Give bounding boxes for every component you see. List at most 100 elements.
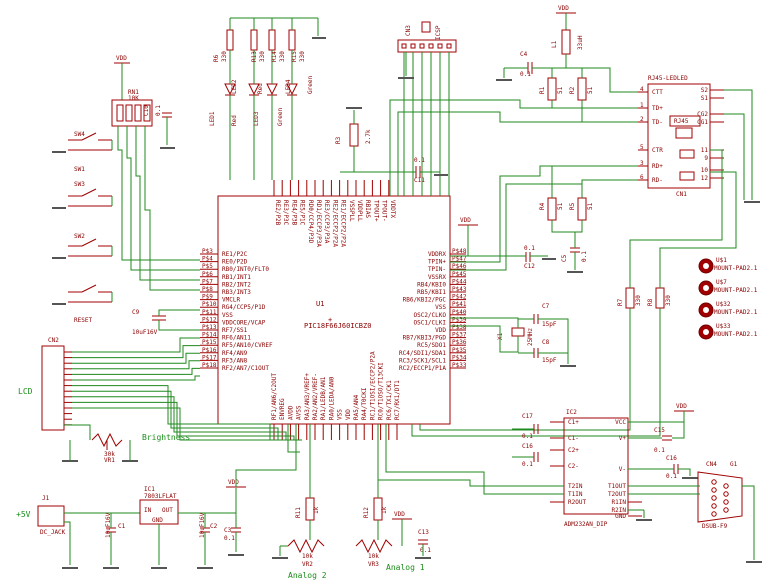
mcu-top-pin-label: RE3/CCP3/P3A [323,200,330,244]
mcu-left-pins: RE1/P2CP$3RE0/P2DP$4RB0/INT0/FLT0P$5RB1/… [200,248,273,372]
mcu-left-pin-number: P$8 [202,286,213,293]
led4-color: Green [307,76,314,94]
rn1-element-4 [143,104,151,122]
r7-wire [629,149,723,288]
c18-ref: C16 [522,443,533,450]
mcu-left-pin-number: P$4 [202,256,213,263]
r14-ref: R14 [271,51,278,62]
r1-value: 51 [557,86,564,94]
ic2-left-pin-label: C1+ [568,419,579,426]
vr1-ref: VR1 [104,457,115,464]
mcu-left-pin-number: P$3 [202,248,213,255]
mcu-right-pin-number: P$33 [452,362,467,369]
l1-value: 33uH [577,35,584,50]
mcu-body [217,195,451,425]
mcu-left-pin-label: RF7/SS1 [222,327,248,334]
icsp-pin [446,43,452,49]
c15-ref: C15 [654,427,665,434]
mcu-left-pin-label: RB1/INT1 [222,274,251,281]
x1-body [511,327,525,337]
r8-ref: R8 [647,298,654,306]
led-resistor [268,29,276,51]
c10-ref: C10 [143,105,150,116]
r6-value: 330 [221,51,228,62]
r2-body [577,77,587,101]
mcu-top-pin-label: RD1/ECCP3/P3A [315,200,322,247]
pot-vdd-label: VDD [394,511,405,518]
icsp-header [397,39,457,53]
r1-body [547,77,557,101]
lcd-bus [72,337,302,441]
rj45-left-pin-label: RD+ [652,163,663,170]
rj45-right-pin-label: 11 [701,147,709,154]
switch-lever [81,238,97,247]
ic2-right-pin-label: VCC [615,419,626,426]
mcu-right-pin-number: P$44 [452,278,467,285]
mount-pad-name: MOUNT-PAD2.1 [714,265,758,272]
mcu-right-pin-number: P$48 [452,248,467,255]
rj45-inner-box [669,115,701,127]
mcu-bottom-vdd [235,424,297,487]
led2-color: Red [257,83,264,94]
icsp-pin [410,43,416,49]
mcu-center-mark: + [328,316,332,324]
mcu-right-pin-number: P$42 [452,294,467,301]
lcd-bus-wire [72,407,302,441]
dsub-name: DSUB-F9 [702,523,728,530]
mcu-bottom-pin-label: RA0/LEDA/AN0 [328,376,335,420]
mcu-right-pin-number: P$35 [452,347,467,354]
vr2-body [287,538,325,554]
r12-value: 1k [381,506,388,514]
r5-body [577,197,587,221]
r7-body [625,287,635,309]
lcd-bus-wire [72,375,200,381]
r3-value: 2.7k [365,129,372,144]
mcu-right-pin-label: RC3/SCK1/SCL1 [399,357,446,364]
c3-value: 0.1 [224,535,235,542]
lcd-label: LCD [18,387,33,396]
mount-pad-ref: U$1 [716,257,727,264]
lcd-bus-wire [72,385,271,440]
tpin-minus-route [450,183,582,271]
mcu-left-pin-number: P$17 [202,354,217,361]
ic2-ref: IC2 [566,409,577,416]
mcu-top-pin-label: RBIAS [364,200,371,218]
rj45-left-pin-number: 1 [640,102,644,109]
mcu-top-pin-label: VDDPLL [356,200,363,222]
wire-rn1-b [126,126,200,271]
lcd-bus-wire [72,337,200,353]
ic2-right-pin-label: R1IN [612,499,627,506]
sw1-ref: SW1 [74,166,85,173]
mcu-right-pin-label: RB6/KBI2/PGC [403,297,447,304]
rd-minus-wire [581,179,638,198]
icsp-key [421,21,431,33]
r15-ref: R15 [291,51,298,62]
mcu-left-pin-number: P$12 [202,316,217,323]
vr3-ref: VR3 [368,561,379,568]
r4-ref: R4 [539,202,546,210]
ic2-left-pin-label: T1IN [568,491,583,498]
mcu-top-pin-label: RE2/P2B [274,200,281,226]
mcu-top-pin-label: RD0/CCP4/P3D [307,200,314,244]
c4-value: 0.1 [520,71,531,78]
mcu-left-pin-number: P$5 [202,263,213,270]
led-diode [266,83,278,96]
c13-ref: C13 [418,529,429,536]
ic2-left-pin-label: C2+ [568,447,579,454]
r2-value: 51 [587,86,594,94]
icsp-pin [419,43,425,49]
mcu-top-pin-label: VSSPLL [348,200,355,222]
mount-pad-hole [703,307,709,313]
r45-join [551,220,583,233]
vr3-body [355,538,393,554]
r14-value: 330 [279,51,286,62]
c9-wire-2 [158,309,200,316]
ic2-right-pin-label: T1OUT [608,483,626,490]
c2-value: 10uF16V [199,512,206,538]
analog1-label: Analog 1 [386,563,425,572]
mcu-right-pin-number: P$40 [452,309,467,316]
led2-ref: LED2 [231,79,238,94]
c16-wire-2 [678,468,691,476]
rj45-left-pin-number: 6 [640,174,644,181]
vr1-wire [64,424,91,440]
